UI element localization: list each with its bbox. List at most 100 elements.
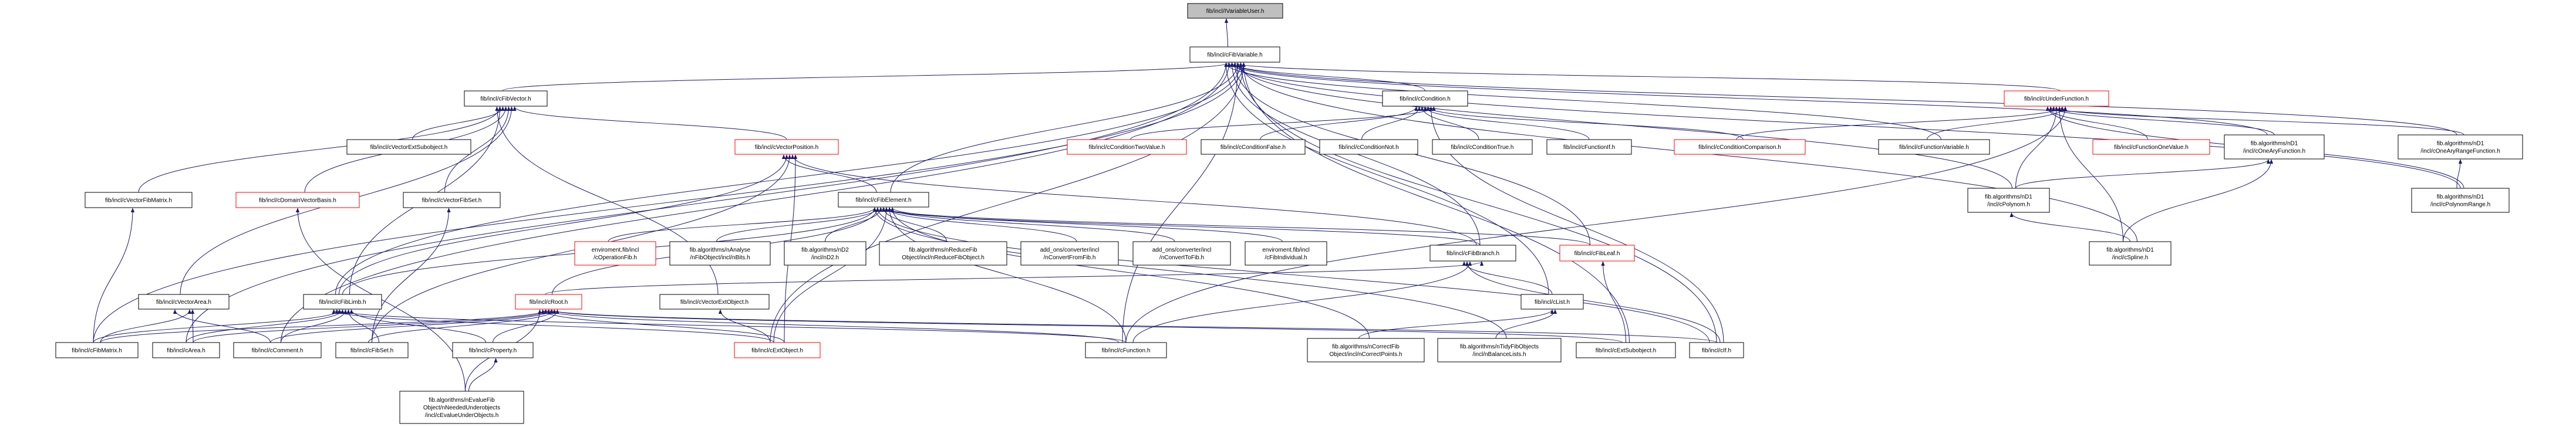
node-box[interactable]: [838, 192, 929, 208]
node-box[interactable]: [659, 294, 770, 310]
node-box[interactable]: [2398, 134, 2523, 160]
node-box[interactable]: [452, 342, 534, 358]
node-cFibLimb[interactable]: fib/incl/cFibLimb.h: [303, 294, 382, 310]
node-box[interactable]: [734, 139, 839, 155]
node-cFibElement[interactable]: fib/incl/cFibElement.h: [838, 192, 929, 208]
node-cVectorExtObject[interactable]: fib/incl/cVectorExtObject.h: [659, 294, 770, 310]
node-cDomainVectorBasis[interactable]: fib/incl/cDomainVectorBasis.h: [235, 192, 360, 208]
node-box[interactable]: [784, 241, 866, 266]
node-cUnderFunction[interactable]: fib/incl/cUnderFunction.h: [2004, 90, 2109, 107]
node-cVectorArea[interactable]: fib/incl/cVectorArea.h: [138, 294, 230, 310]
node-box[interactable]: [734, 342, 821, 358]
node-cOperationFib[interactable]: enviroment.fib/incl/cOperationFib.h: [574, 241, 656, 266]
node-cConditionComparison[interactable]: fib/incl/cConditionComparison.h: [1674, 139, 1806, 155]
node-nD2[interactable]: fib.algorithms/nD2/incl/nD2.h: [784, 241, 866, 266]
node-cList[interactable]: fib/incl/cList.h: [1520, 294, 1584, 310]
node-box[interactable]: [335, 342, 409, 358]
node-cConditionTwoValue[interactable]: fib/incl/cConditionTwoValue.h: [1067, 139, 1187, 155]
node-box[interactable]: [574, 241, 656, 266]
node-box[interactable]: [1020, 241, 1119, 266]
node-cVectorPosition[interactable]: fib/incl/cVectorPosition.h: [734, 139, 839, 155]
node-cFibIndividual[interactable]: enviroment.fib/incl/cFibIndividual.h: [1245, 241, 1327, 266]
node-box[interactable]: [1546, 139, 1632, 155]
node-cEvalueUnderObjects[interactable]: fib.algorithms/nEvalueFibObject/nNeededU…: [399, 391, 524, 424]
node-box[interactable]: [1432, 139, 1533, 155]
node-box[interactable]: [464, 90, 548, 107]
node-cPolynom[interactable]: fib.algorithms/nD1/incl/cPolynom.h: [1967, 188, 2050, 213]
node-box[interactable]: [399, 391, 524, 424]
node-box[interactable]: [138, 294, 230, 310]
node-cFibVector[interactable]: fib/incl/cFibVector.h: [464, 90, 548, 107]
node-cFibLeaf[interactable]: fib/incl/cFibLeaf.h: [1559, 245, 1635, 262]
node-box[interactable]: [1067, 139, 1187, 155]
node-nCorrectPoints[interactable]: fib.algorithms/nCorrectFibObject/incl/nC…: [1307, 338, 1425, 362]
node-box[interactable]: [235, 192, 360, 208]
node-box[interactable]: [85, 192, 193, 208]
node-box[interactable]: [1878, 139, 1990, 155]
node-box[interactable]: [1307, 338, 1425, 362]
node-cSpline[interactable]: fib.algorithms/nD1/incl/cSpline.h: [2089, 241, 2172, 266]
node-nConvertToFib[interactable]: add_ons/converter/incl/nConvertToFib.h: [1132, 241, 1231, 266]
node-cOneAryRangeFunction[interactable]: fib.algorithms/nD1/incl/cOneAryRangeFunc…: [2398, 134, 2523, 160]
node-box[interactable]: [515, 294, 582, 310]
node-cConditionFalse[interactable]: fib/incl/cConditionFalse.h: [1201, 139, 1306, 155]
node-cProperty[interactable]: fib/incl/cProperty.h: [452, 342, 534, 358]
node-cVectorExtSubobject[interactable]: fib/incl/cVectorExtSubobject.h: [346, 139, 471, 155]
node-box[interactable]: [233, 342, 322, 358]
node-cFibBranch[interactable]: fib/incl/cFibBranch.h: [1429, 245, 1516, 262]
node-box[interactable]: [346, 139, 471, 155]
node-box[interactable]: [669, 241, 771, 266]
node-cConditionTrue[interactable]: fib/incl/cConditionTrue.h: [1432, 139, 1533, 155]
node-box[interactable]: [1967, 188, 2050, 213]
node-cExtObject[interactable]: fib/incl/cExtObject.h: [734, 342, 821, 358]
node-box[interactable]: [152, 342, 220, 358]
node-cCondition[interactable]: fib/incl/cCondition.h: [1382, 90, 1468, 107]
node-box[interactable]: [1187, 3, 1283, 19]
node-cIf[interactable]: fib/incl/cIf.h: [1689, 342, 1744, 358]
node-cOneAryFunction[interactable]: fib.algorithms/nD1/incl/cOneAryFunction.…: [2224, 134, 2325, 160]
node-nConvertFromFib[interactable]: add_ons/converter/incl/nConvertFromFib.h: [1020, 241, 1119, 266]
node-cPolynomRange[interactable]: fib.algorithms/nD1/incl/cPolynomRange.h: [2411, 188, 2510, 213]
node-cExtSubobject[interactable]: fib/incl/cExtSubobject.h: [1576, 342, 1676, 358]
node-box[interactable]: [55, 342, 139, 358]
node-box[interactable]: [1437, 338, 1562, 362]
node-box[interactable]: [1189, 46, 1280, 63]
node-nBalanceLists[interactable]: fib.algorithms/nTidyFibObjects/incl/nBal…: [1437, 338, 1562, 362]
node-box[interactable]: [1382, 90, 1468, 107]
node-box[interactable]: [1429, 245, 1516, 262]
node-cConditionNot[interactable]: fib/incl/cConditionNot.h: [1319, 139, 1418, 155]
node-cRoot[interactable]: fib/incl/cRoot.h: [515, 294, 582, 310]
node-cFunctionVariable[interactable]: fib/incl/cFunctionVariable.h: [1878, 139, 1990, 155]
node-box[interactable]: [2411, 188, 2510, 213]
node-nReduceFibObject[interactable]: fib.algorithms/nReduceFibObject/incl/nRe…: [879, 241, 1007, 266]
node-cFunctionOneValue[interactable]: fib/incl/cFunctionOneValue.h: [2092, 139, 2210, 155]
node-box[interactable]: [2224, 134, 2325, 160]
node-box[interactable]: [1689, 342, 1744, 358]
node-cArea[interactable]: fib/incl/cArea.h: [152, 342, 220, 358]
node-box[interactable]: [403, 192, 501, 208]
node-box[interactable]: [1520, 294, 1584, 310]
node-cVectorFibSet[interactable]: fib/incl/cVectorFibSet.h: [403, 192, 501, 208]
node-box[interactable]: [1319, 139, 1418, 155]
node-box[interactable]: [1201, 139, 1306, 155]
node-box[interactable]: [1085, 342, 1167, 358]
node-box[interactable]: [2089, 241, 2172, 266]
node-cFibVariable[interactable]: fib/incl/cFibVariable.h: [1189, 46, 1280, 63]
node-box[interactable]: [2092, 139, 2210, 155]
node-cFunction[interactable]: fib/incl/cFunction.h: [1085, 342, 1167, 358]
node-nBits[interactable]: fib.algorithms/nAnalyse/nFibObject/incl/…: [669, 241, 771, 266]
node-cFibSet[interactable]: fib/incl/cFibSet.h: [335, 342, 409, 358]
node-box[interactable]: [1559, 245, 1635, 262]
node-cVectorFibMatrix[interactable]: fib/incl/cVectorFibMatrix.h: [85, 192, 193, 208]
node-cComment[interactable]: fib/incl/cComment.h: [233, 342, 322, 358]
node-cFunctionIf[interactable]: fib/incl/cFunctionIf.h: [1546, 139, 1632, 155]
node-box[interactable]: [1674, 139, 1806, 155]
node-box[interactable]: [1245, 241, 1327, 266]
node-box[interactable]: [2004, 90, 2109, 107]
node-cFibMatrix[interactable]: fib/incl/cFibMatrix.h: [55, 342, 139, 358]
node-IVariableUser[interactable]: fib/incl/IVariableUser.h: [1187, 3, 1283, 19]
node-box[interactable]: [303, 294, 382, 310]
node-box[interactable]: [879, 241, 1007, 266]
node-box[interactable]: [1576, 342, 1676, 358]
node-box[interactable]: [1132, 241, 1231, 266]
